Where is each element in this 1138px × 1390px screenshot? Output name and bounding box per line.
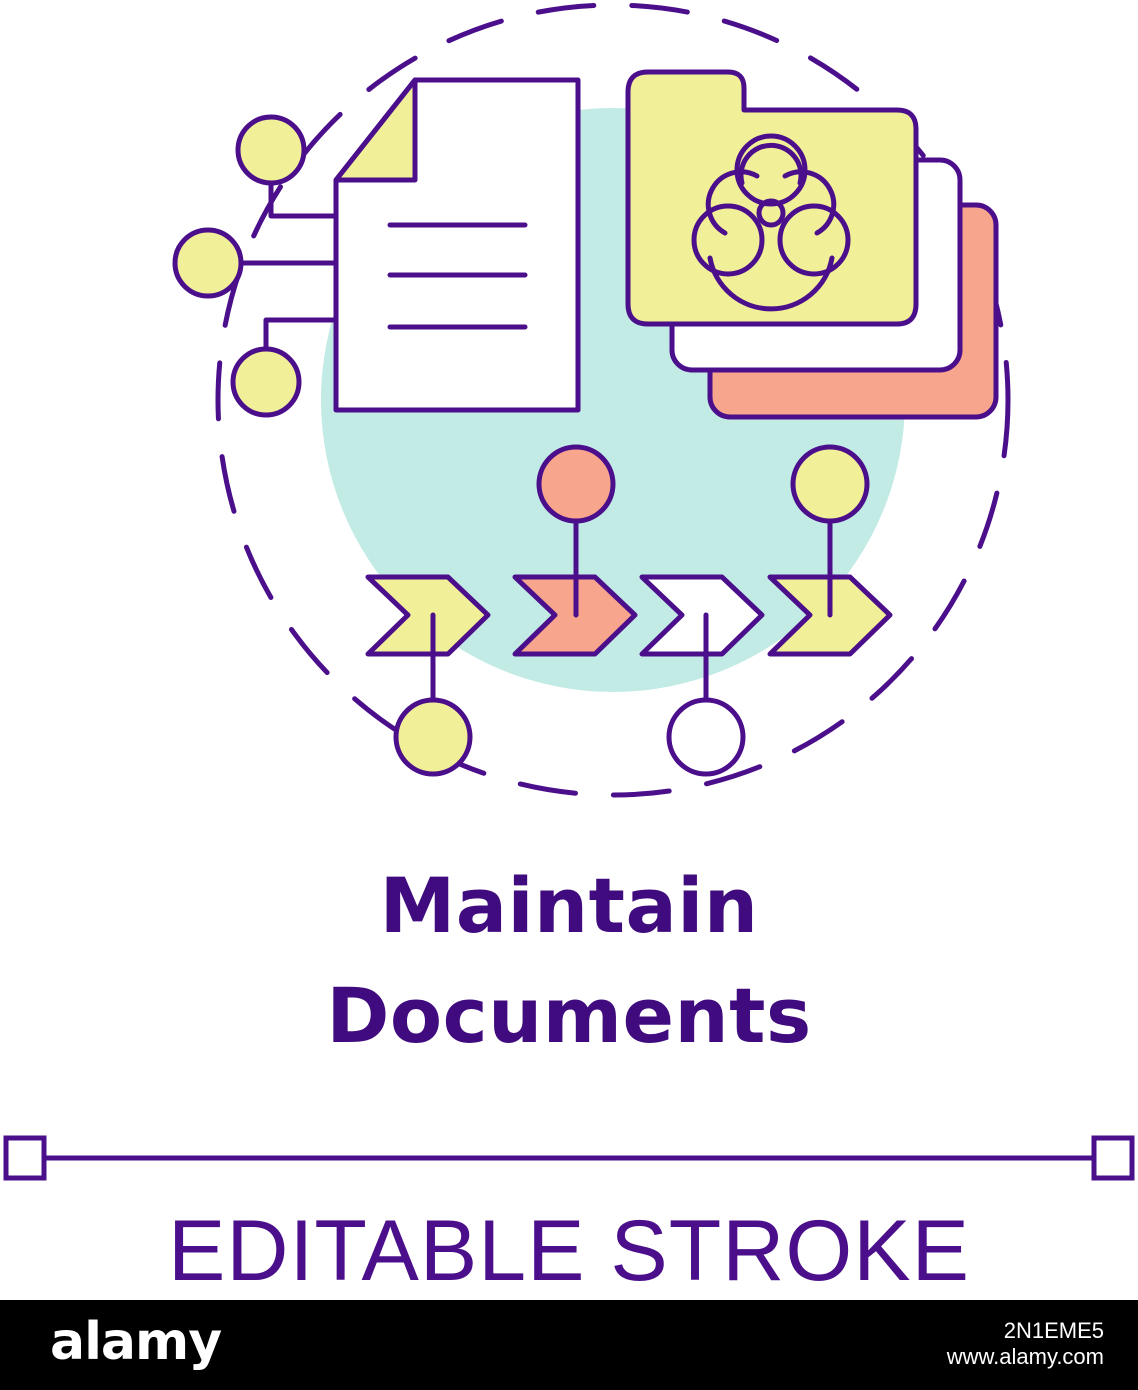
maintain-documents-icon: .ol { stroke: #4b0f8c; stroke-width: 5; … bbox=[172, 2, 1011, 798]
stroke-handle-right bbox=[1091, 1135, 1135, 1181]
dashed-ring bbox=[215, 2, 1011, 798]
alamy-logo: alamy bbox=[50, 1312, 222, 1372]
branch-connectors bbox=[172, 114, 338, 418]
footer-url: www.alamy.com bbox=[946, 1344, 1104, 1369]
footer-info: 2N1EME5 www.alamy.com bbox=[947, 1318, 1104, 1370]
editable-stroke-caption: EDITABLE STROKE bbox=[168, 1203, 970, 1299]
title-line-1: Maintain bbox=[379, 861, 759, 950]
circle-node-icon bbox=[235, 114, 307, 186]
circle-node-icon bbox=[536, 444, 616, 524]
circle-node-icon bbox=[172, 227, 244, 299]
circle-node-icon bbox=[666, 697, 746, 777]
footer-bar: alamy 2N1EME5 www.alamy.com bbox=[0, 1300, 1138, 1390]
image-id: 2N1EME5 bbox=[1003, 1318, 1104, 1343]
timeline-nodes bbox=[393, 444, 870, 777]
stroke-handle-left bbox=[3, 1135, 47, 1181]
document-icon bbox=[333, 77, 581, 413]
editable-stroke-bar bbox=[3, 1135, 1135, 1181]
circle-node-icon bbox=[393, 697, 473, 777]
circle-node-icon bbox=[230, 346, 302, 418]
biohazard-icon bbox=[691, 133, 851, 312]
circle-node-icon bbox=[790, 444, 870, 524]
title-line-2: Documents bbox=[326, 971, 812, 1060]
folder-icon bbox=[625, 69, 999, 420]
